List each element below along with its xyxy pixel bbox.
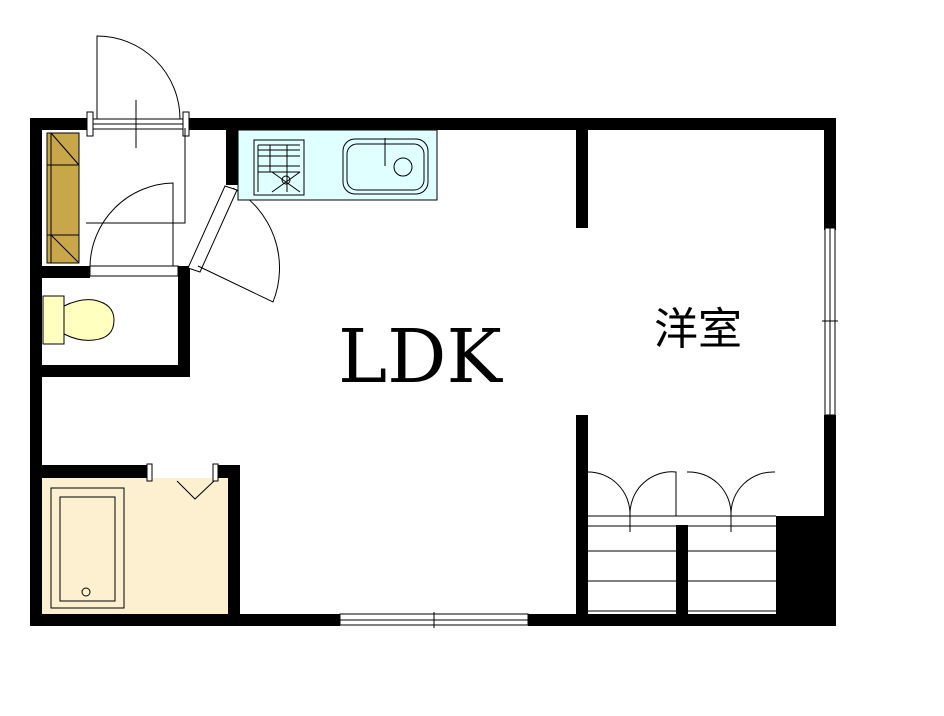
entrance-door[interactable] (86, 35, 190, 148)
toilet (42, 295, 115, 345)
walls (30, 118, 836, 626)
bathroom (42, 463, 228, 614)
shoe-cabinet (46, 132, 80, 264)
ldk-door[interactable] (187, 185, 280, 303)
closets[interactable] (587, 471, 776, 612)
stove (253, 139, 305, 196)
room-label-ldk: LDK (338, 314, 503, 400)
kitchen-counter (237, 129, 438, 201)
folding-door (176, 480, 215, 500)
room-label-western-room: 洋室 (654, 304, 742, 355)
windows (339, 227, 838, 628)
bathtub (50, 487, 125, 609)
toilet-door[interactable] (86, 128, 186, 277)
